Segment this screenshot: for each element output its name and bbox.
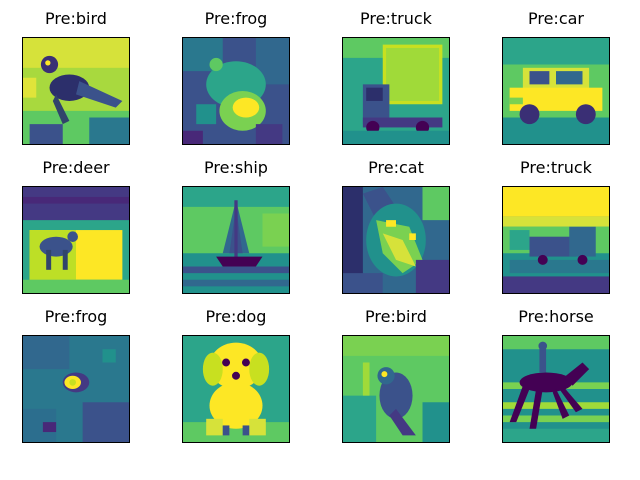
frog-image [22,335,130,443]
frog-image [182,37,290,145]
truck-image [342,37,450,145]
horse-image [502,335,610,443]
panel-title: Pre:bird [45,9,107,28]
bird-image [342,335,450,443]
panel-title: Pre:car [527,9,584,28]
ship-image [182,186,290,294]
deer-image [22,186,130,294]
cat-image [342,186,450,294]
panel-title: Pre:dog [205,307,267,326]
panel-title: Pre:truck [520,158,592,177]
panel-title: Pre:horse [518,307,594,326]
panel-title: Pre:ship [204,158,268,177]
panel-title: Pre:deer [42,158,110,177]
panel-title: Pre:truck [360,9,432,28]
bird-image [22,37,130,145]
dog-image [182,335,290,443]
truck-image [502,186,610,294]
car-image [502,37,610,145]
panel-title: Pre:bird [365,307,427,326]
panel-title: Pre:frog [204,9,268,28]
panel-title: Pre:frog [44,307,108,326]
panel-title: Pre:cat [368,158,424,177]
